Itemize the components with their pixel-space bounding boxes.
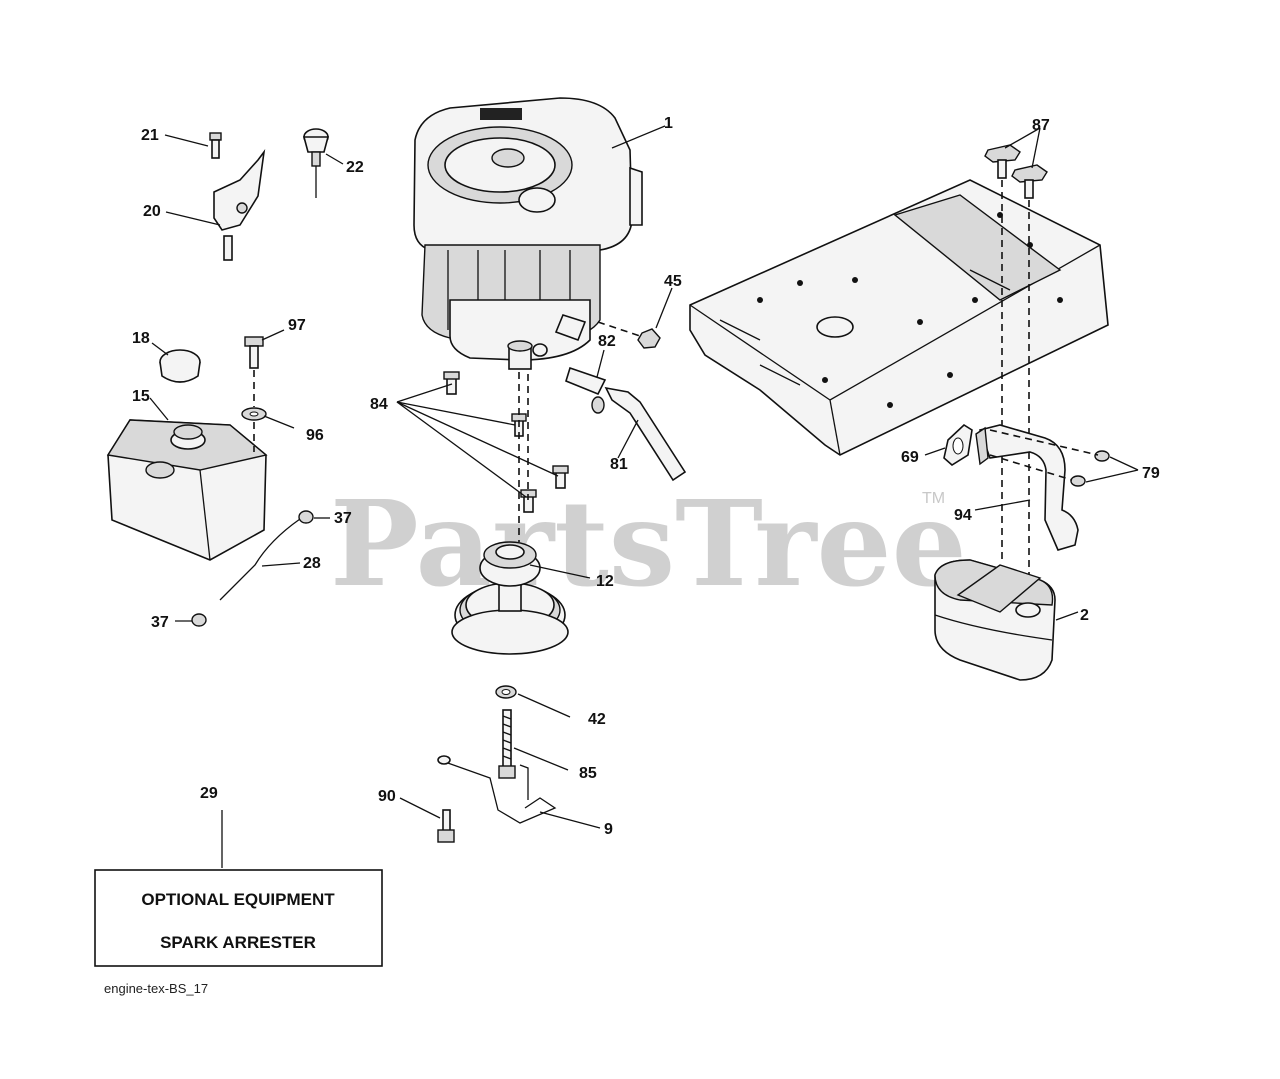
watermark-trademark: TM [922, 490, 945, 507]
callout-45: 45 [664, 273, 682, 290]
fuel-fitting-82[interactable] [532, 343, 607, 414]
nut-45[interactable] [637, 328, 661, 349]
callout-15: 15 [132, 388, 150, 405]
callout-37-bottom: 37 [151, 614, 169, 631]
callout-69: 69 [901, 449, 919, 466]
callout-96: 96 [306, 427, 324, 444]
callout-12: 12 [596, 573, 614, 590]
pulley-12[interactable] [451, 541, 569, 655]
callout-85: 85 [579, 765, 597, 782]
washer-96[interactable] [241, 407, 267, 421]
throttle-bracket-20[interactable] [213, 149, 266, 261]
callout-9: 9 [604, 821, 613, 838]
callout-22: 22 [346, 159, 364, 176]
callout-79: 79 [1142, 465, 1160, 482]
fuel-tank-15[interactable] [106, 419, 268, 561]
callout-21: 21 [141, 127, 159, 144]
engine-frame[interactable] [689, 179, 1109, 456]
callout-81: 81 [610, 456, 628, 473]
callout-94: 94 [954, 507, 972, 524]
callout-97: 97 [288, 317, 306, 334]
bolt-85[interactable] [498, 709, 516, 779]
optional-equipment-box[interactable]: OPTIONAL EQUIPMENT SPARK ARRESTER [94, 869, 383, 967]
engine-part[interactable] [413, 97, 643, 361]
callout-42: 42 [588, 711, 606, 728]
callout-87: 87 [1032, 117, 1050, 134]
tube-81[interactable] [604, 386, 687, 482]
watermark-text: PartsTree [330, 474, 967, 613]
clamp-37-bottom[interactable] [191, 613, 207, 627]
callout-37-top: 37 [334, 510, 352, 527]
bracket-9[interactable] [437, 755, 557, 824]
optional-equipment-title: OPTIONAL EQUIPMENT [141, 890, 335, 909]
spark-arrester-label: SPARK ARRESTER [160, 933, 316, 952]
plug-22[interactable] [302, 128, 330, 198]
diagram-code: engine-tex-BS_17 [104, 981, 208, 996]
fuel-line-28[interactable] [219, 518, 301, 601]
bolt-87-group[interactable] [984, 144, 1048, 199]
callout-84: 84 [370, 396, 388, 413]
exhaust-pipe-94[interactable] [975, 424, 1079, 551]
frame-holes [757, 212, 1063, 408]
muffler-2[interactable] [934, 559, 1056, 681]
crankshaft-tube [507, 340, 533, 370]
callout-2: 2 [1080, 607, 1089, 624]
fuel-cap-18[interactable] [159, 349, 201, 383]
callout-28: 28 [303, 555, 321, 572]
callout-29: 29 [200, 785, 218, 802]
callout-82: 82 [598, 333, 616, 350]
washer-42[interactable] [495, 685, 517, 699]
callout-1: 1 [664, 115, 673, 132]
callout-18: 18 [132, 330, 150, 347]
callout-20: 20 [143, 203, 161, 220]
screw-79-group[interactable] [1070, 450, 1110, 487]
callout-90: 90 [378, 788, 396, 805]
clamp-37-top[interactable] [298, 510, 314, 524]
leader-lines [149, 125, 1139, 868]
gasket-69[interactable] [943, 423, 973, 466]
bolt-90[interactable] [437, 809, 455, 843]
screw-97[interactable] [244, 336, 264, 369]
screw-21[interactable] [209, 132, 222, 159]
